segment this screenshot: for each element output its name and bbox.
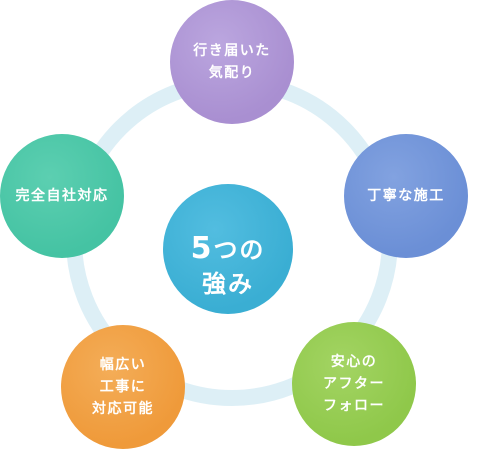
strength-attentive-care: 行き届いた 気配り <box>170 0 294 124</box>
center-text: つの 強み <box>202 235 266 298</box>
strength-label: 行き届いた 気配り <box>193 43 271 81</box>
strength-label: 丁寧な施工 <box>367 188 445 204</box>
strength-wide-range-work: 幅広い 工事に 対応可能 <box>61 325 185 449</box>
center-number: 5 <box>190 230 214 266</box>
strength-careful-construction: 丁寧な施工 <box>344 134 468 258</box>
strength-in-house: 完全自社対応 <box>0 134 124 258</box>
strength-after-service: 安心の アフター フォロー <box>292 322 416 446</box>
center-label: 5つの 強み <box>191 198 266 301</box>
strength-label: 完全自社対応 <box>15 188 109 204</box>
strength-label: 幅広い 工事に 対応可能 <box>92 357 154 417</box>
strength-label: 安心の アフター フォロー <box>323 354 385 414</box>
center-five-strengths: 5つの 強み <box>163 184 293 314</box>
